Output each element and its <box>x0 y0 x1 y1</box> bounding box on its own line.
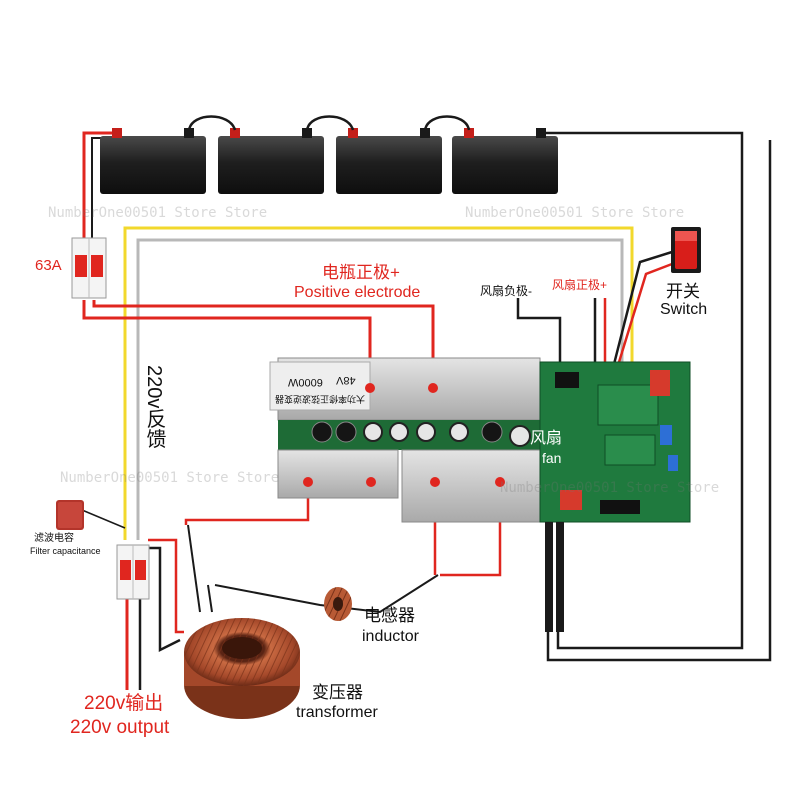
fan-positive-label: 风扇正极+ <box>552 278 608 292</box>
switch-cn-label: 开关 <box>666 282 700 301</box>
fan-en-label: fan <box>542 450 562 466</box>
breaker-output <box>116 544 150 600</box>
inductor-cn-label: 电感器 <box>364 606 415 625</box>
battery-jumper-1 <box>187 115 237 131</box>
breaker-63a-label: 63A <box>35 257 62 274</box>
inductor <box>324 587 352 621</box>
battery-positive-en-label: Positive electrode <box>294 284 421 301</box>
battery-4 <box>452 128 558 194</box>
heatsink-to-transformer-wire <box>184 485 310 525</box>
battery-jumper-2 <box>305 115 355 131</box>
gray-wire <box>136 238 624 540</box>
breaker-63a <box>71 237 107 299</box>
transformer-en-label: transformer <box>296 704 378 721</box>
inductor-en-label: inductor <box>362 628 419 645</box>
fan-negative-label: 风扇负极- <box>480 284 532 298</box>
inverter-board <box>269 357 691 632</box>
fan-negative-wire <box>516 298 562 390</box>
board-model-cn: 大功率修正弦波逆变器 <box>275 394 366 404</box>
rocker-switch <box>671 227 701 273</box>
filter-cap-wire <box>81 509 126 529</box>
breaker-to-board-wire <box>82 300 372 385</box>
board-model-6000w: 6000W <box>288 376 323 388</box>
switch-wire-1 <box>610 250 673 373</box>
filter-cap-en-label: Filter capacitance <box>30 546 101 556</box>
filter-cap-cn-label: 滤波电容 <box>34 533 74 544</box>
transformer <box>184 524 300 719</box>
output-en-label: 220v output <box>70 717 170 738</box>
transformer-cn-label: 变压器 <box>312 683 363 702</box>
switch-en-label: Switch <box>660 301 708 318</box>
switch-wire-2 <box>614 262 673 373</box>
transformer-output-wire-red <box>148 538 184 634</box>
breaker-to-board-wire-2 <box>92 300 435 385</box>
battery-positive-cn-label: 电瓶正极+ <box>322 263 400 282</box>
yellow-wire <box>123 226 634 540</box>
filter-capacitor <box>56 500 84 530</box>
board-model-48v: 48V <box>336 374 356 386</box>
fan-cn-label: 风扇 <box>530 430 563 447</box>
battery-positive-wire <box>82 131 112 245</box>
battery-3 <box>336 128 442 194</box>
output-cn-label: 220v输出 <box>84 693 164 714</box>
battery-jumper-3 <box>423 115 471 131</box>
battery-2 <box>218 128 324 194</box>
battery-1 <box>100 128 206 194</box>
feedback-220v-label: 220v反馈 <box>143 365 165 449</box>
transformer-output-wire <box>145 546 181 653</box>
